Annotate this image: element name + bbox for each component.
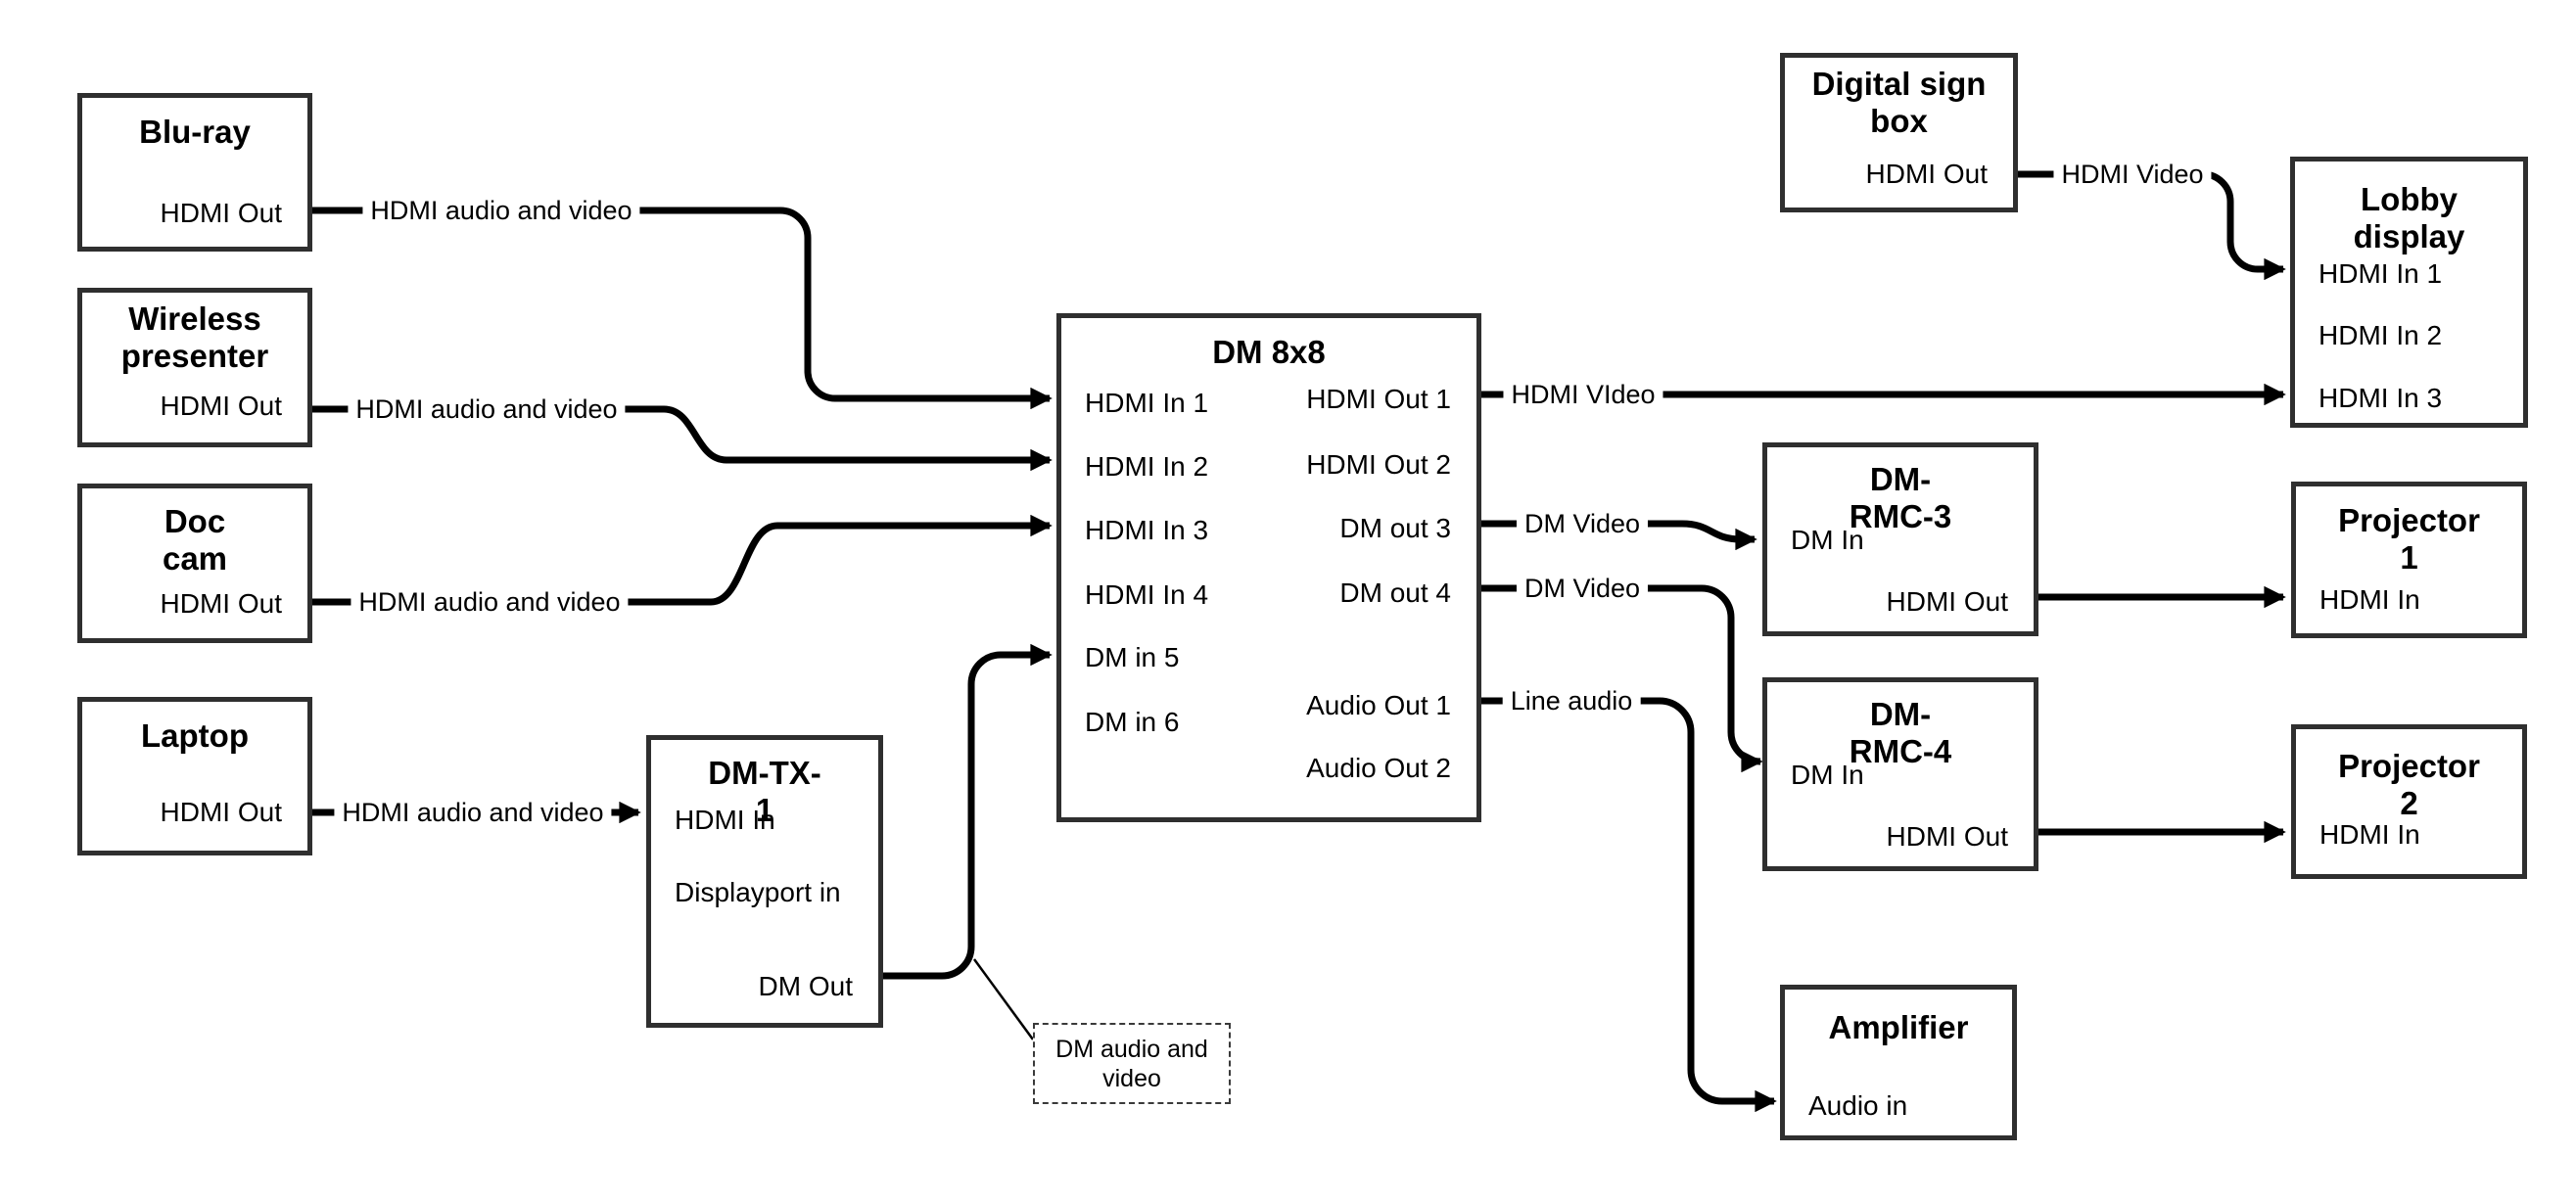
port-projector-2-hdmi-in: HDMI In bbox=[2319, 819, 2420, 850]
edge-label-3-hdmi-audio-and-video: HDMI audio and video bbox=[334, 797, 612, 828]
node-title-dm-rmc-3: DM-RMC-3 bbox=[1849, 461, 1952, 534]
connector-digital-sign-to-lobby-in-1 bbox=[2018, 170, 2286, 281]
connector-wireless-to-dm8x8-hdmi-in-2 bbox=[312, 405, 1053, 472]
connector-callout-dm-audio-video bbox=[972, 958, 1035, 1040]
port-dm-tx-1-displayport-in: Displayport in bbox=[675, 877, 841, 907]
port-dm-8x8-hdmi-in-2: HDMI In 2 bbox=[1085, 451, 1209, 482]
node-title-doc-cam: Doc cam bbox=[162, 503, 228, 577]
port-dm-8x8-dm-out-4: DM out 4 bbox=[1339, 577, 1451, 608]
port-dm-8x8-audio-out-2: Audio Out 2 bbox=[1306, 753, 1451, 783]
port-dm-rmc-4-dm-in: DM In bbox=[1791, 760, 1864, 790]
port-dm-8x8-dm-out-3: DM out 3 bbox=[1339, 513, 1451, 543]
connector-dm8x8-dm-out-4-to-rmc4 bbox=[1481, 584, 1763, 773]
edge-label-1-hdmi-audio-and-video: HDMI audio and video bbox=[348, 393, 626, 425]
node-title-amplifier: Amplifier bbox=[1828, 1009, 1969, 1045]
port-dm-rmc-3-dm-in: DM In bbox=[1791, 525, 1864, 555]
port-amplifier-audio-in: Audio in bbox=[1808, 1090, 1908, 1121]
node-projector-1: Projector 1 HDMI In bbox=[2291, 482, 2527, 638]
port-doc-cam-hdmi-out: HDMI Out bbox=[160, 588, 282, 619]
port-dm-8x8-hdmi-out-1: HDMI Out 1 bbox=[1306, 384, 1451, 414]
port-dm-tx-1-hdmi-in: HDMI In bbox=[675, 805, 775, 835]
port-dm-8x8-hdmi-in-3: HDMI In 3 bbox=[1085, 515, 1209, 545]
node-title-blu-ray: Blu-ray bbox=[139, 114, 251, 150]
node-title-wireless-presenter: Wireless presenter bbox=[120, 300, 269, 374]
edge-label-2-hdmi-audio-and-video: HDMI audio and video bbox=[351, 586, 629, 618]
connector-dm-tx-1-to-dm8x8-dm-in-5 bbox=[883, 643, 1053, 980]
port-dm-8x8-hdmi-in-4: HDMI In 4 bbox=[1085, 579, 1209, 610]
port-digital-sign-box-hdmi-out: HDMI Out bbox=[1865, 159, 1988, 189]
connector-dm8x8-audio-out-1-to-amplifier bbox=[1481, 697, 1777, 1113]
port-dm-8x8-dm-in-6: DM in 6 bbox=[1085, 707, 1180, 737]
port-dm-tx-1-dm-out: DM Out bbox=[758, 971, 853, 1001]
note-text: DM audio and video bbox=[1055, 1035, 1208, 1092]
node-title-dm-tx-1: DM-TX-1 bbox=[708, 755, 821, 828]
port-lobby-display-hdmi-in-2: HDMI In 2 bbox=[2318, 320, 2443, 350]
edge-label-4-hdmi-video: HDMI VIdeo bbox=[1503, 379, 1663, 410]
connector-doc-cam-to-dm8x8-hdmi-in-3 bbox=[312, 514, 1053, 606]
node-title-laptop: Laptop bbox=[141, 717, 249, 754]
node-title-dm-8x8: DM 8x8 bbox=[1212, 334, 1326, 370]
node-title-dm-rmc-4: DM-RMC-4 bbox=[1849, 696, 1952, 769]
edge-label-7-line-audio: Line audio bbox=[1502, 685, 1641, 716]
port-wireless-presenter-hdmi-out: HDMI Out bbox=[160, 391, 282, 421]
node-title-projector-1: Projector 1 bbox=[2338, 502, 2480, 576]
port-dm-rmc-4-hdmi-out: HDMI Out bbox=[1886, 821, 2008, 852]
edge-label-8-hdmi-video: HDMI Video bbox=[2053, 159, 2212, 190]
port-lobby-display-hdmi-in-1: HDMI In 1 bbox=[2318, 258, 2443, 289]
connector-dm8x8-dm-out-3-to-rmc3 bbox=[1481, 520, 1757, 551]
connector-blu-ray-to-dm8x8-hdmi-in-1 bbox=[312, 207, 1053, 410]
port-blu-ray-hdmi-out: HDMI Out bbox=[160, 198, 282, 228]
node-title-projector-2: Projector 2 bbox=[2338, 748, 2480, 821]
port-dm-8x8-dm-in-5: DM in 5 bbox=[1085, 642, 1180, 672]
edge-label-5-dm-video: DM Video bbox=[1516, 508, 1649, 539]
port-projector-1-hdmi-in: HDMI In bbox=[2319, 584, 2420, 615]
edge-label-0-hdmi-audio-and-video: HDMI audio and video bbox=[362, 195, 640, 226]
port-dm-8x8-audio-out-1: Audio Out 1 bbox=[1306, 690, 1451, 720]
node-title-digital-sign-box: Digital sign box bbox=[1811, 66, 1987, 139]
port-dm-8x8-hdmi-in-1: HDMI In 1 bbox=[1085, 388, 1209, 418]
port-dm-rmc-3-hdmi-out: HDMI Out bbox=[1886, 586, 2008, 617]
dm-audio-video-note: DM audio and video bbox=[1033, 1023, 1231, 1104]
node-title-lobby-display: Lobby display bbox=[2353, 181, 2465, 254]
port-lobby-display-hdmi-in-3: HDMI In 3 bbox=[2318, 383, 2443, 413]
edge-label-6-dm-video: DM Video bbox=[1516, 573, 1649, 604]
port-laptop-hdmi-out: HDMI Out bbox=[160, 797, 282, 827]
port-dm-8x8-hdmi-out-2: HDMI Out 2 bbox=[1306, 449, 1451, 480]
